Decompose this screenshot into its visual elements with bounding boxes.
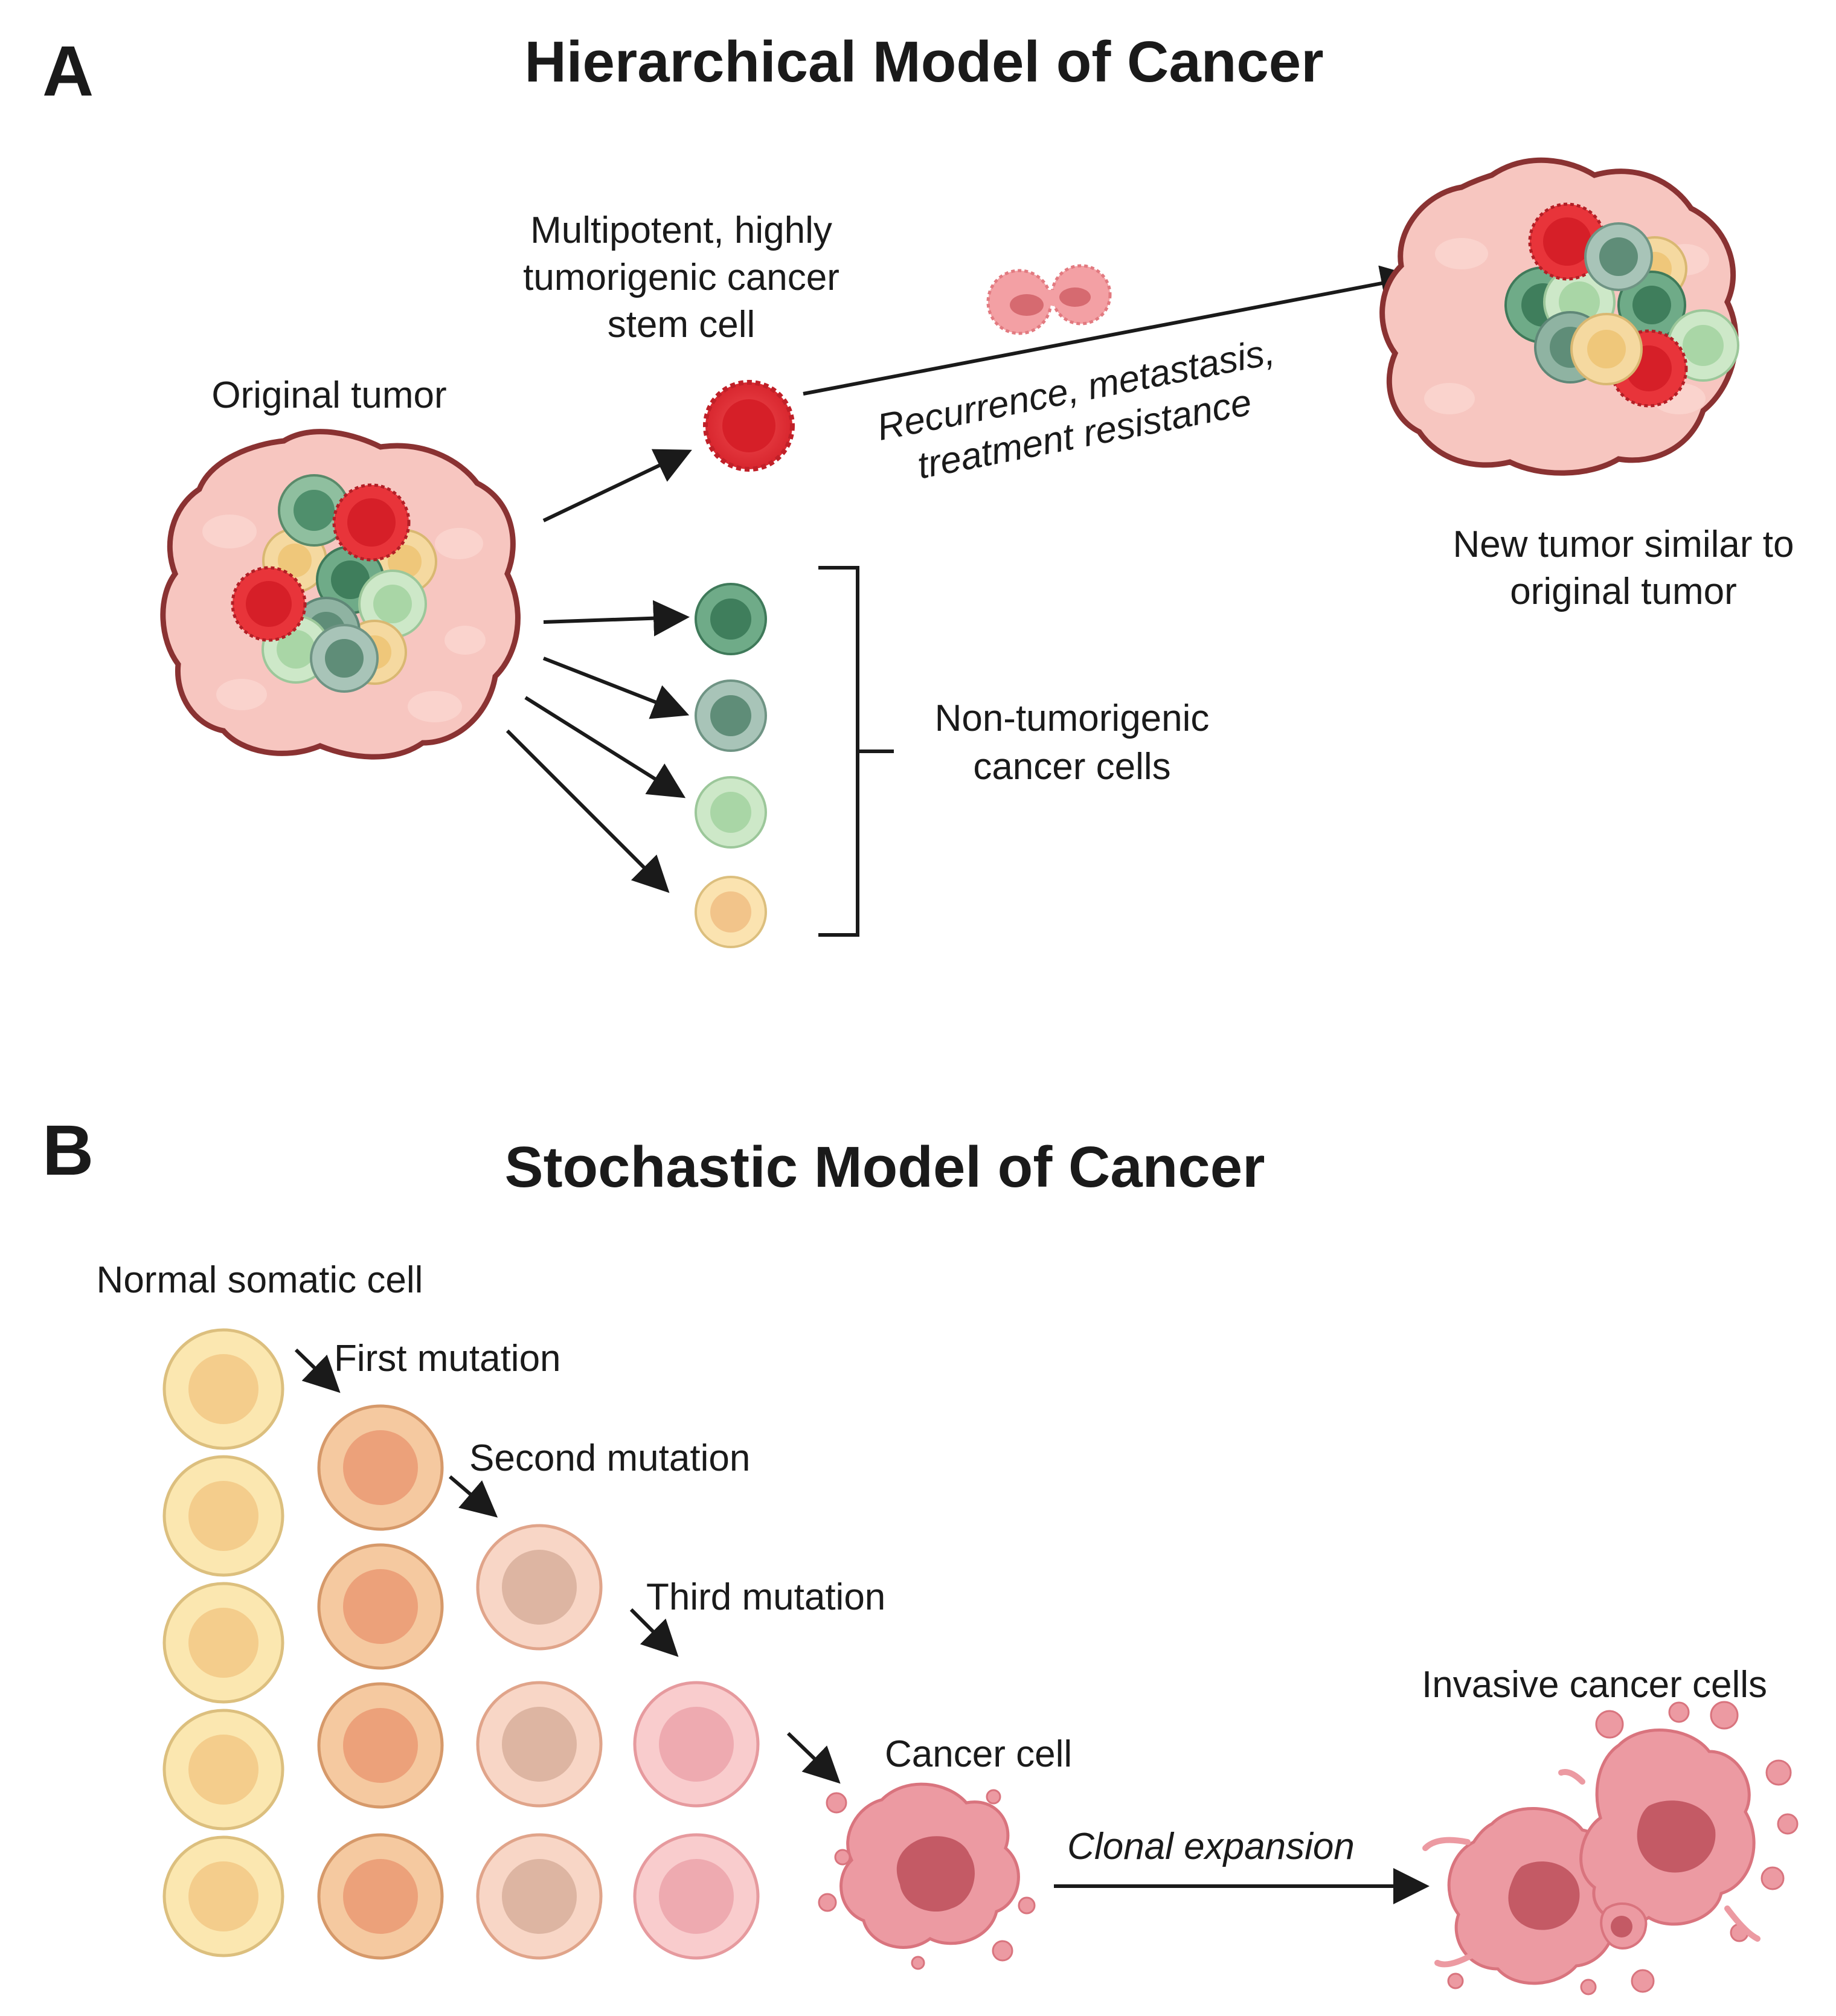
new-tumor xyxy=(1379,157,1739,476)
second-mutation-label: Second mutation xyxy=(469,1437,750,1479)
panel-b-letter: B xyxy=(42,1111,94,1190)
first-mutation-label: First mutation xyxy=(334,1338,561,1379)
panel-b-title: Stochastic Model of Cancer xyxy=(505,1135,1265,1199)
third-mutation-arrow xyxy=(629,1608,679,1657)
arrow-to-cell-1 xyxy=(543,600,690,637)
new-tumor-label-line-1: New tumor similar to xyxy=(1453,524,1794,565)
third-mutation-label: Third mutation xyxy=(646,1576,885,1618)
second-mutation-column xyxy=(476,1524,603,1960)
non-tumorigenic-cell-yellow xyxy=(695,876,767,948)
cancer-cell xyxy=(818,1782,1036,1970)
dividing-cell xyxy=(986,264,1112,335)
invasive-cancer-cells xyxy=(1422,1701,1799,1995)
clonal-expansion-label: Clonal expansion xyxy=(1067,1826,1355,1867)
new-tumor-label-line-2: original tumor xyxy=(1510,571,1737,612)
stem-cell-label-line-3: stem cell xyxy=(608,304,756,345)
arrow-to-stem-cell xyxy=(542,449,692,522)
normal-cell-column xyxy=(162,1328,284,1957)
non-tumorigenic-cell-light-green xyxy=(695,776,767,849)
arrow-to-cell-3 xyxy=(524,696,686,798)
original-tumor xyxy=(160,429,521,760)
cancer-cell-label: Cancer cell xyxy=(885,1733,1072,1775)
non-tumorigenic-label-line-2: cancer cells xyxy=(973,746,1170,788)
arrow-to-cell-4 xyxy=(506,729,670,893)
arrow-to-cell-2 xyxy=(542,656,690,719)
panel-a-title: Hierarchical Model of Cancer xyxy=(524,30,1323,94)
panel-a-letter: A xyxy=(42,31,94,111)
bracket xyxy=(818,566,894,937)
non-tumorigenic-cell-grey-green xyxy=(695,679,767,752)
arrow-to-new-tumor xyxy=(803,265,1417,396)
normal-cell-label: Normal somatic cell xyxy=(97,1259,423,1301)
first-mutation-column xyxy=(317,1404,444,1960)
stem-cell-label-line-1: Multipotent, highly xyxy=(530,210,832,251)
second-mutation-arrow xyxy=(449,1475,498,1518)
cancer-stem-cell xyxy=(703,380,795,472)
original-tumor-label: Original tumor xyxy=(211,374,446,416)
stem-cell-label-line-2: tumorigenic cancer xyxy=(523,257,839,298)
third-mutation-column xyxy=(633,1681,760,1960)
non-tumorigenic-label-line-1: Non-tumorigenic xyxy=(935,698,1210,739)
non-tumorigenic-cell-dark-green xyxy=(695,583,767,655)
cancer-cell-arrow xyxy=(786,1732,841,1784)
invasive-label: Invasive cancer cells xyxy=(1422,1664,1767,1706)
first-mutation-arrow xyxy=(294,1348,341,1393)
